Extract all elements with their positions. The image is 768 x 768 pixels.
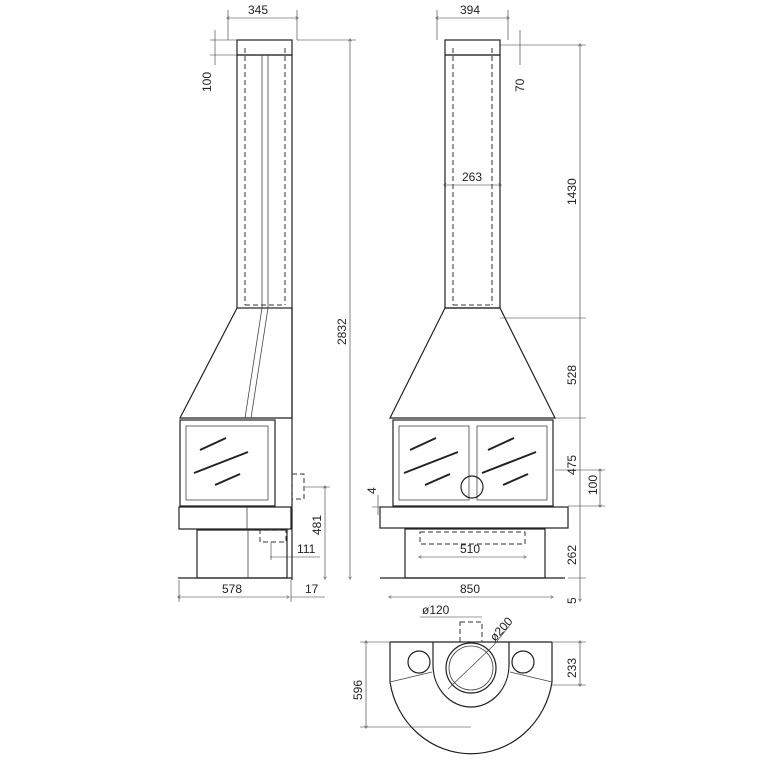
- dim-d120: ø120: [422, 603, 450, 617]
- dim-481: 481: [310, 515, 324, 535]
- base-slab: [178, 506, 292, 530]
- hood: [389, 307, 556, 419]
- hood: [179, 307, 293, 419]
- dim-1430: 1430: [565, 178, 579, 205]
- glass-door-right: [476, 425, 548, 501]
- dim-4: 4: [365, 487, 379, 494]
- dim-596: 596: [351, 680, 365, 700]
- base-slab: [379, 506, 569, 529]
- dim-850: 850: [460, 582, 480, 596]
- dim-475: 475: [565, 455, 579, 475]
- dim-5: 5: [565, 597, 579, 604]
- chimney: [236, 54, 293, 309]
- glass-door-left: [398, 425, 470, 501]
- dim-17: 17: [305, 582, 319, 596]
- lower-body: [196, 529, 288, 579]
- dim-233: 233: [565, 658, 579, 678]
- plan-view: ø120 ø200 596 233: [351, 603, 586, 755]
- glass-door: [185, 425, 269, 501]
- side-view: 345 100 2832 481 111 578 17: [178, 3, 356, 602]
- dim-528: 528: [565, 365, 579, 385]
- dim-345: 345: [248, 3, 268, 17]
- dim-d200: ø200: [487, 614, 516, 644]
- dim-578: 578: [222, 582, 242, 596]
- plan-outline: [389, 642, 553, 755]
- dim-510: 510: [460, 542, 480, 556]
- dim-70: 70: [513, 78, 527, 92]
- dim-100: 100: [200, 72, 214, 92]
- dim-111: 111: [297, 542, 316, 556]
- dim-263: 263: [462, 170, 482, 184]
- dim-394: 394: [460, 3, 480, 17]
- dim-2832: 2832: [335, 318, 349, 345]
- dim-262: 262: [565, 545, 579, 565]
- flue-pipe: [445, 642, 497, 694]
- flue-collar: [432, 642, 510, 708]
- front-view: 394 263 70 1430 528 475 262 5 100 4 510 …: [365, 3, 605, 604]
- firebox: [392, 419, 554, 507]
- dim-100-front: 100: [586, 475, 600, 495]
- firebox: [179, 419, 276, 507]
